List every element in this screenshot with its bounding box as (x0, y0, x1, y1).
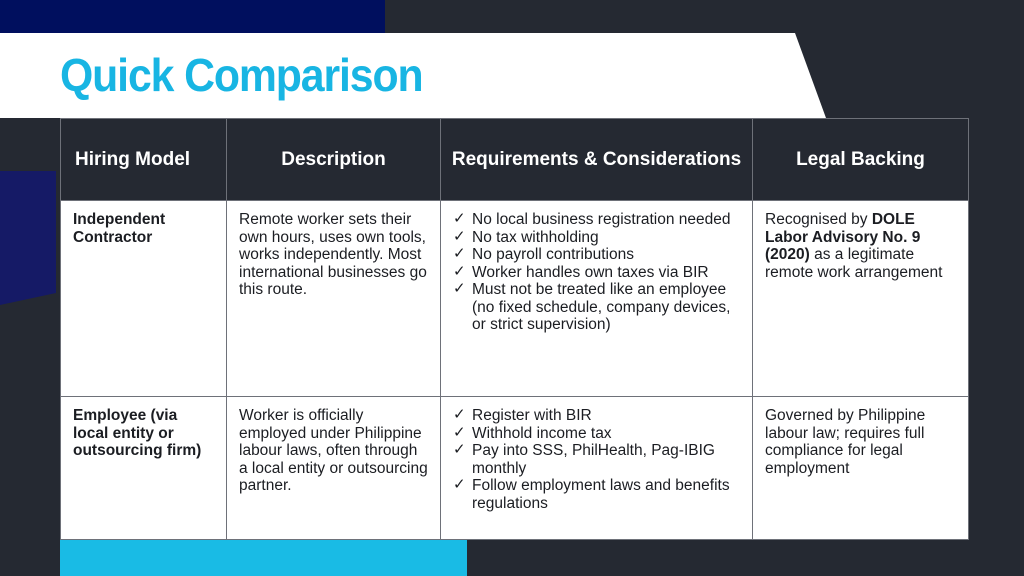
cell-description: Remote worker sets their own hours, uses… (226, 200, 441, 397)
requirements-list: ✓ No local business registration needed ✓ N… (453, 210, 742, 334)
decor-navy-top-bar (0, 0, 385, 33)
requirement-item: ✓ Must not be treated like an employee (n… (453, 280, 742, 334)
page-title: Quick Comparison (60, 49, 424, 101)
requirement-label: Register with BIR (472, 407, 592, 424)
requirement-item: ✓ Follow employment laws and benefits reg… (453, 476, 742, 512)
requirement-label: Must not be treated like an employee (no… (472, 281, 731, 333)
check-icon: ✓ (453, 227, 466, 245)
requirement-label: No local business registration needed (472, 211, 731, 228)
cell-hiring-model: Independent Contractor (60, 200, 227, 397)
table-row: Independent Contractor Remote worker set… (60, 200, 969, 397)
check-icon: ✓ (453, 476, 466, 493)
table-header: Hiring Model Description Requirements & … (60, 118, 969, 201)
cell-hiring-model: Employee (via local entity or outsourcin… (60, 396, 227, 540)
column-header-requirements: Requirements & Considerations (440, 118, 753, 201)
requirement-label: Pay into SSS, PhilHealth, Pag-IBIG month… (472, 442, 715, 477)
cell-requirements: ✓ No local business registration needed ✓ N… (440, 200, 753, 397)
check-icon: ✓ (453, 406, 466, 423)
table-header-row: Hiring Model Description Requirements & … (60, 118, 969, 201)
requirement-label: No payroll contributions (472, 246, 634, 263)
requirement-label: Worker handles own taxes via BIR (472, 263, 709, 281)
decor-cyan-bottom-bar (60, 540, 467, 576)
legal-text-prefix: Recognised by (765, 211, 872, 228)
check-icon: ✓ (453, 245, 466, 262)
check-icon: ✓ (453, 441, 466, 458)
requirement-item: ✓ No payroll contributions (453, 245, 742, 264)
requirement-item: ✓ No tax withholding (453, 227, 742, 247)
cell-description: Worker is officially employed under Phil… (226, 396, 441, 540)
legal-text-prefix: Governed by Philippine labour law; requi… (765, 407, 926, 477)
table-row: Employee (via local entity or outsourcin… (60, 396, 969, 540)
decor-white-title-band (0, 33, 826, 118)
requirement-label: Follow employment laws and benefits regu… (472, 477, 730, 512)
comparison-table: Hiring Model Description Requirements & … (60, 118, 969, 540)
legal-text-suffix: as a legitimate remote work arrangement (765, 246, 943, 281)
table-body: Independent Contractor Remote worker set… (60, 200, 969, 540)
column-header-hiring-model: Hiring Model (60, 118, 227, 201)
requirement-label: No tax withholding (472, 228, 599, 246)
check-icon: ✓ (453, 210, 466, 227)
column-header-legal-backing: Legal Backing (752, 118, 969, 201)
requirements-list: ✓ Register with BIR ✓ Withhold income tax ✓ P… (453, 406, 742, 512)
requirement-item: ✓ Register with BIR (453, 406, 742, 425)
legal-text-emphasis: DOLE Labor Advisory No. 9 (2020) (765, 211, 921, 263)
requirement-label: Withhold income tax (472, 424, 612, 442)
cell-requirements: ✓ Register with BIR ✓ Withhold income tax ✓ P… (440, 396, 753, 540)
check-icon: ✓ (453, 262, 466, 280)
check-icon: ✓ (453, 423, 466, 441)
requirement-item: ✓ Pay into SSS, PhilHealth, Pag-IBIG mont… (453, 441, 742, 477)
decor-navy-left-block (0, 171, 56, 305)
column-header-description: Description (226, 118, 441, 201)
requirement-item: ✓ No local business registration needed (453, 210, 742, 229)
requirement-item: ✓ Worker handles own taxes via BIR (453, 262, 742, 282)
check-icon: ✓ (453, 280, 466, 297)
requirement-item: ✓ Withhold income tax (453, 423, 742, 443)
cell-legal-backing: Governed by Philippine labour law; requi… (752, 396, 969, 540)
cell-legal-backing: Recognised by DOLE Labor Advisory No. 9 … (752, 200, 969, 397)
